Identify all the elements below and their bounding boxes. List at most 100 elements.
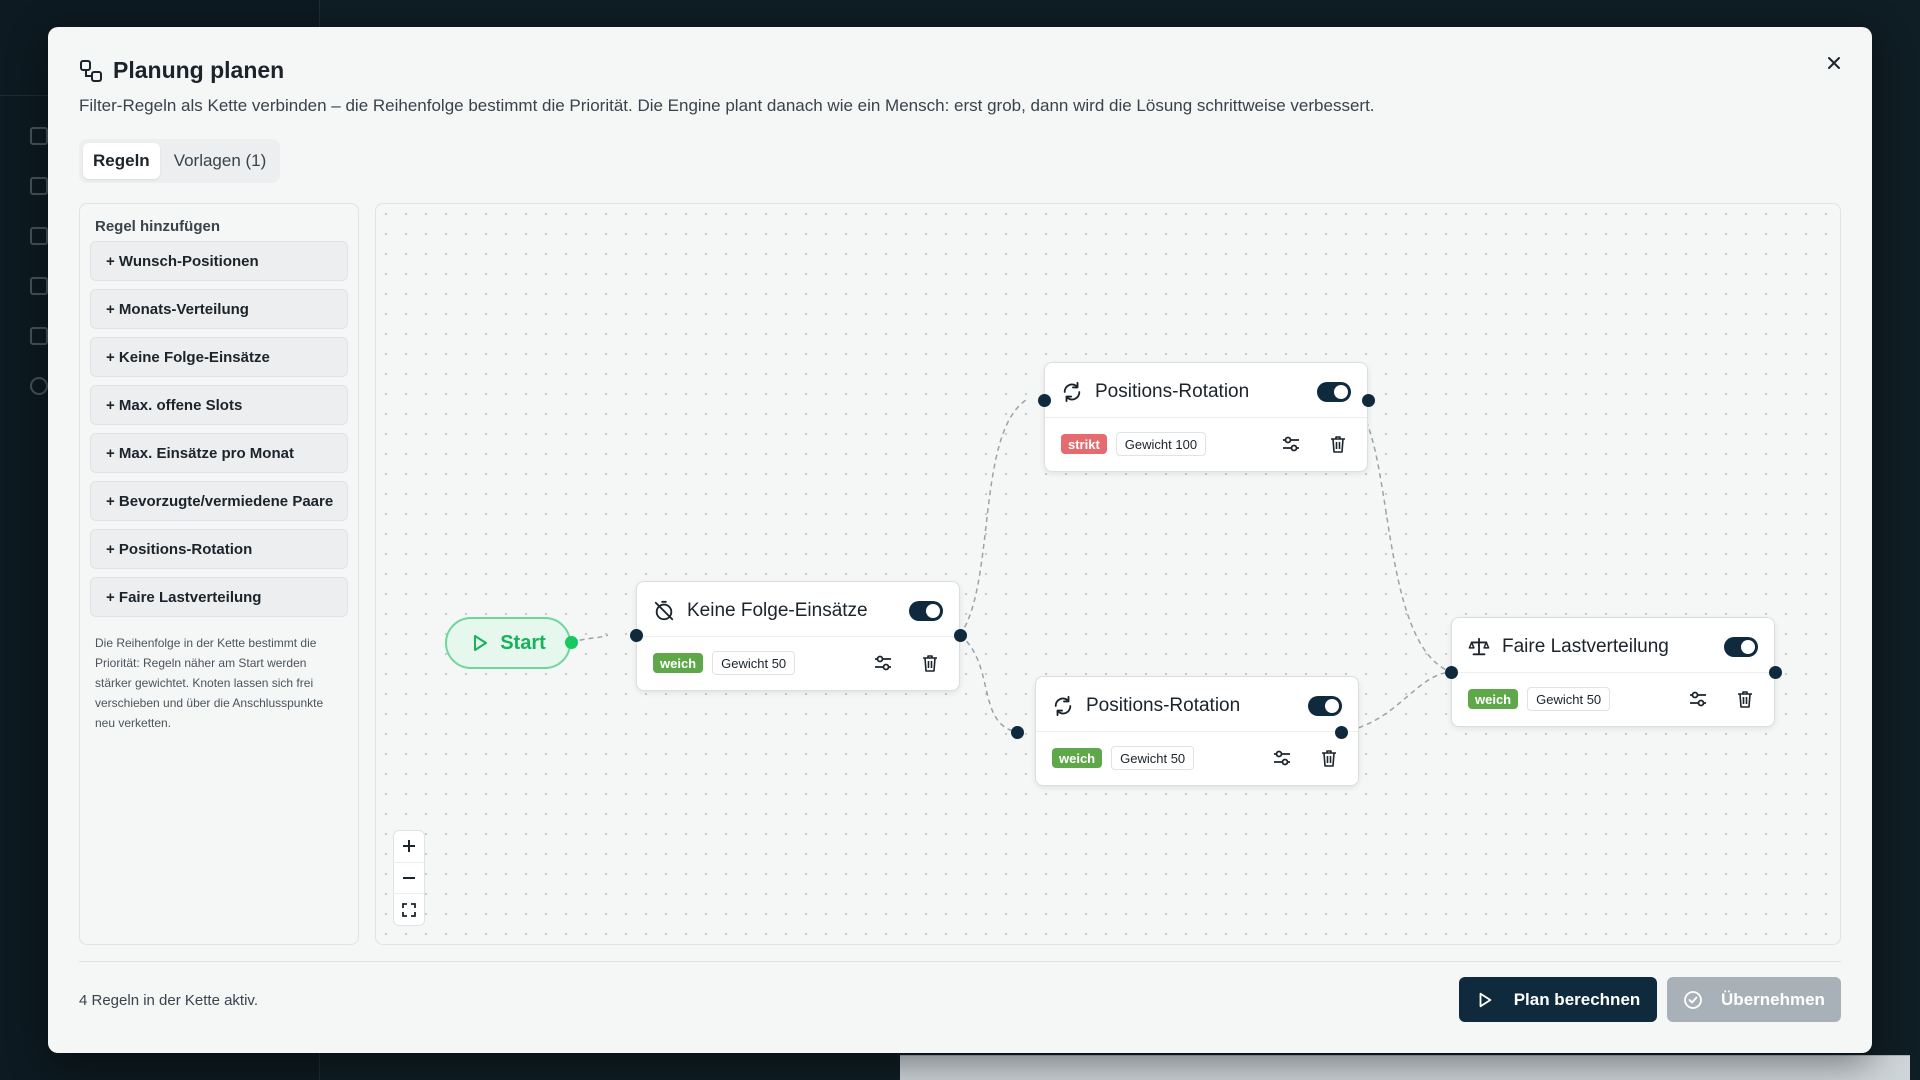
play-icon	[474, 635, 488, 651]
close-icon	[1828, 57, 1840, 69]
add-rule-wunsch-positionen-button[interactable]: + Wunsch-Positionen	[90, 241, 348, 281]
node-enabled-toggle[interactable]	[1317, 382, 1351, 402]
workflow-icon	[80, 59, 102, 82]
weight-chip: Gewicht 50	[1111, 746, 1195, 770]
tab-vorlagen[interactable]: Vorlagen (1)	[173, 151, 267, 170]
mode-badge: weich	[653, 653, 704, 673]
gear-icon	[30, 377, 48, 395]
users-icon	[30, 227, 48, 245]
apply-button[interactable]: Übernehmen	[1667, 977, 1841, 1022]
rule-node-keine-folge-einsaetze[interactable]: Keine Folge-Einsätze weich Gewicht 50	[636, 581, 960, 691]
node2-output-port[interactable]	[1362, 394, 1375, 407]
rule-palette-note: Die Reihenfolge in der Kette bestimmt di…	[95, 636, 324, 730]
node-body: strikt Gewicht 100	[1061, 429, 1351, 459]
plus-icon	[403, 840, 415, 853]
start-label: Start	[500, 631, 546, 654]
node-settings-button[interactable]	[870, 650, 896, 676]
node4-input-port[interactable]	[1445, 666, 1458, 679]
node-divider	[1045, 417, 1367, 418]
fit-view-button[interactable]	[394, 894, 424, 925]
trash-icon	[1331, 436, 1345, 453]
add-rule-max-einsaetze-pro-monat-button[interactable]: + Max. Einsätze pro Monat	[90, 433, 348, 473]
node-enabled-toggle[interactable]	[1724, 637, 1758, 657]
zoom-controls	[393, 830, 425, 926]
rule-palette: Regel hinzufügen + Wunsch-Positionen + M…	[79, 203, 359, 945]
background-table-strip	[900, 1055, 1910, 1080]
sliders-icon	[1274, 750, 1290, 766]
sliders-icon	[1283, 436, 1299, 452]
add-rule-max-offene-slots-button[interactable]: + Max. offene Slots	[90, 385, 348, 425]
node-enabled-toggle[interactable]	[1308, 696, 1342, 716]
users-icon	[30, 177, 48, 195]
node4-output-port[interactable]	[1769, 666, 1782, 679]
add-rule-keine-folge-einsaetze-button[interactable]: + Keine Folge-Einsätze	[90, 337, 348, 377]
add-rule-faire-lastverteilung-button[interactable]: + Faire Lastverteilung	[90, 577, 348, 617]
weight-chip: Gewicht 100	[1115, 432, 1207, 456]
node1-output-port[interactable]	[954, 629, 967, 642]
node-title: Positions-Rotation	[1095, 381, 1250, 402]
modal-description: Filter-Regeln als Kette verbinden – die …	[79, 96, 1375, 115]
scale-icon	[1468, 637, 1490, 656]
mode-badge: weich	[1468, 689, 1519, 709]
sliders-icon	[1690, 691, 1706, 707]
node-body: weich Gewicht 50	[1052, 743, 1342, 773]
planning-modal: Planung planen Filter-Regeln als Kette v…	[48, 27, 1872, 1053]
grid-icon	[30, 127, 48, 145]
rule-palette-heading: Regel hinzufügen	[95, 218, 220, 235]
rule-node-positions-rotation-strikt[interactable]: Positions-Rotation strikt Gewicht 100	[1044, 362, 1368, 472]
weight-chip: Gewicht 50	[712, 651, 796, 675]
node1-input-port[interactable]	[630, 629, 643, 642]
node3-output-port[interactable]	[1335, 726, 1348, 739]
node-enabled-toggle[interactable]	[909, 601, 943, 621]
sliders-icon	[875, 655, 891, 671]
play-icon	[1479, 992, 1491, 1007]
modal-title: Planung planen	[113, 57, 285, 83]
node-settings-button[interactable]	[1278, 431, 1304, 457]
node-delete-button[interactable]	[917, 650, 943, 676]
add-rule-monats-verteilung-button[interactable]: + Monats-Verteilung	[90, 289, 348, 329]
node-settings-button[interactable]	[1269, 745, 1295, 771]
mode-badge: strikt	[1061, 434, 1107, 454]
timer-off-icon	[654, 600, 674, 621]
node-header: Positions-Rotation	[1061, 377, 1351, 407]
node-title: Keine Folge-Einsätze	[687, 600, 868, 621]
start-output-port[interactable]	[565, 636, 578, 649]
node-delete-button[interactable]	[1316, 745, 1342, 771]
zoom-out-button[interactable]	[394, 863, 424, 895]
node-divider	[637, 636, 959, 637]
rule-node-faire-lastverteilung[interactable]: Faire Lastverteilung weich Gewicht 50	[1451, 617, 1775, 727]
check-circle-icon	[1684, 990, 1702, 1009]
fullscreen-icon	[402, 902, 416, 917]
node-settings-button[interactable]	[1685, 686, 1711, 712]
trash-icon	[923, 655, 937, 672]
edge-node1-to-node2	[959, 399, 1027, 636]
node-delete-button[interactable]	[1325, 431, 1351, 457]
node-body: weich Gewicht 50	[653, 648, 943, 678]
refresh-icon	[1054, 695, 1072, 717]
node3-input-port[interactable]	[1011, 726, 1024, 739]
start-node[interactable]: Start	[445, 617, 571, 669]
node-delete-button[interactable]	[1732, 686, 1758, 712]
mode-badge: weich	[1052, 748, 1103, 768]
node-header: Faire Lastverteilung	[1468, 632, 1758, 662]
trash-icon	[1322, 750, 1336, 767]
edge-node1-to-node3	[959, 634, 1018, 733]
add-rule-positions-rotation-button[interactable]: + Positions-Rotation	[90, 529, 348, 569]
zoom-in-button[interactable]	[394, 831, 424, 863]
document-icon	[30, 277, 48, 295]
node2-input-port[interactable]	[1038, 394, 1051, 407]
chain-edges	[570, 399, 1452, 733]
minus-icon	[403, 877, 415, 879]
node-body: weich Gewicht 50	[1468, 684, 1758, 714]
modal-header: Planung planen	[79, 57, 284, 84]
refresh-icon	[1063, 381, 1081, 403]
rule-chain-canvas[interactable]: Start Keine Folge-Einsätze weich Gewicht…	[375, 203, 1841, 945]
footer-divider	[79, 961, 1841, 962]
close-button[interactable]	[1820, 49, 1848, 77]
tab-regeln[interactable]: Regeln	[83, 143, 160, 179]
rule-node-positions-rotation-weich[interactable]: Positions-Rotation weich Gewicht 50	[1035, 676, 1359, 786]
node-divider	[1452, 672, 1774, 673]
calculate-plan-button[interactable]: Plan berechnen	[1459, 977, 1657, 1022]
add-rule-bevorzugte-paare-button[interactable]: + Bevorzugte/vermiedene Paare	[90, 481, 348, 521]
chain-status: 4 Regeln in der Kette aktiv.	[79, 992, 258, 1009]
